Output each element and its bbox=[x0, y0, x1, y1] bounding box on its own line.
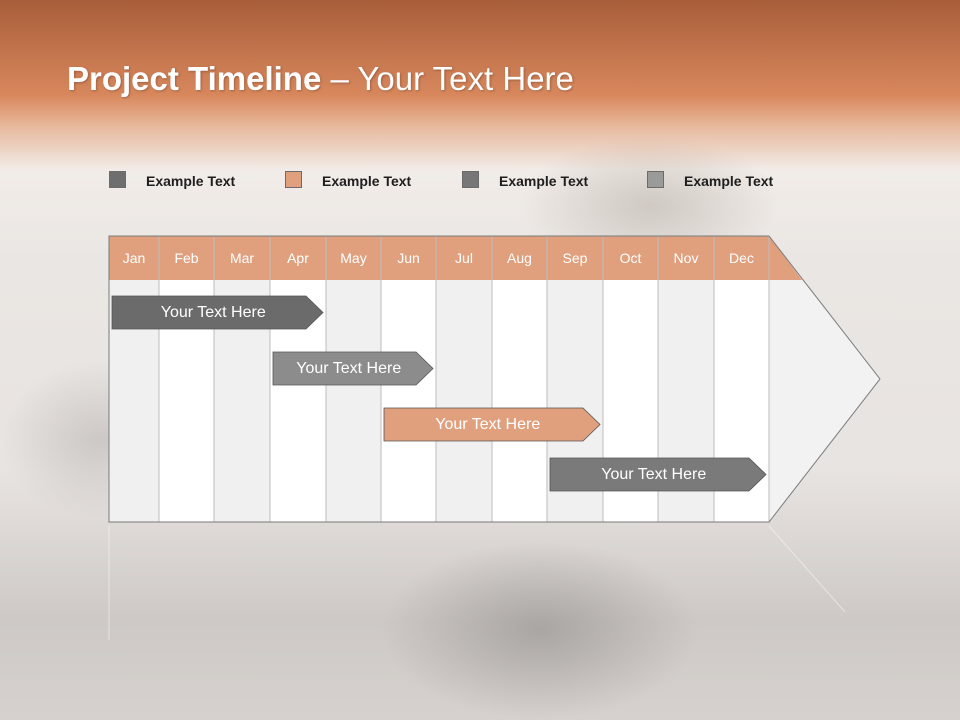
task-bar-1 bbox=[111, 295, 324, 330]
month-label-aug: Aug bbox=[507, 250, 532, 266]
legend-swatch bbox=[109, 171, 126, 188]
legend-label: Example Text bbox=[684, 173, 774, 189]
month-label-oct: Oct bbox=[619, 250, 642, 266]
task-label-4[interactable]: Your Text Here bbox=[601, 465, 707, 483]
month-column-aug bbox=[492, 280, 547, 522]
month-label-may: May bbox=[340, 250, 367, 266]
legend-label: Example Text bbox=[322, 173, 412, 189]
title-rest: – Your Text Here bbox=[321, 60, 574, 97]
legend-swatch bbox=[647, 171, 664, 188]
month-label-jan: Jan bbox=[122, 250, 146, 266]
month-label-jul: Jul bbox=[455, 250, 473, 266]
legend-swatch bbox=[285, 171, 302, 188]
month-label-nov: Nov bbox=[673, 250, 699, 266]
task-bar-2 bbox=[272, 351, 434, 386]
month-label-apr: Apr bbox=[287, 250, 309, 266]
task-bar-4 bbox=[549, 457, 767, 492]
month-header-band bbox=[109, 236, 802, 280]
timeline-reflection bbox=[108, 525, 846, 640]
timeline-outline bbox=[108, 235, 881, 523]
month-label-sep: Sep bbox=[562, 250, 588, 266]
month-column-may bbox=[326, 280, 381, 522]
month-label-feb: Feb bbox=[174, 250, 199, 266]
task-label-2[interactable]: Your Text Here bbox=[296, 359, 402, 377]
slide-title[interactable]: Project Timeline – Your Text Here bbox=[67, 60, 574, 98]
timeline-arrow-body bbox=[769, 236, 880, 522]
legend-swatch bbox=[462, 171, 479, 188]
legend-label: Example Text bbox=[146, 173, 236, 189]
legend-label: Example Text bbox=[499, 173, 589, 189]
month-label-mar: Mar bbox=[229, 250, 255, 266]
title-bold: Project Timeline bbox=[67, 60, 322, 97]
task-bar-3 bbox=[383, 407, 601, 442]
month-label-jun: Jun bbox=[397, 250, 420, 266]
month-label-dec: Dec bbox=[729, 250, 754, 266]
month-column-jun bbox=[381, 280, 436, 522]
month-column-jul bbox=[436, 280, 492, 522]
task-label-3[interactable]: Your Text Here bbox=[435, 415, 541, 433]
background-photo-detail bbox=[380, 540, 700, 720]
task-label-1[interactable]: Your Text Here bbox=[160, 303, 266, 321]
